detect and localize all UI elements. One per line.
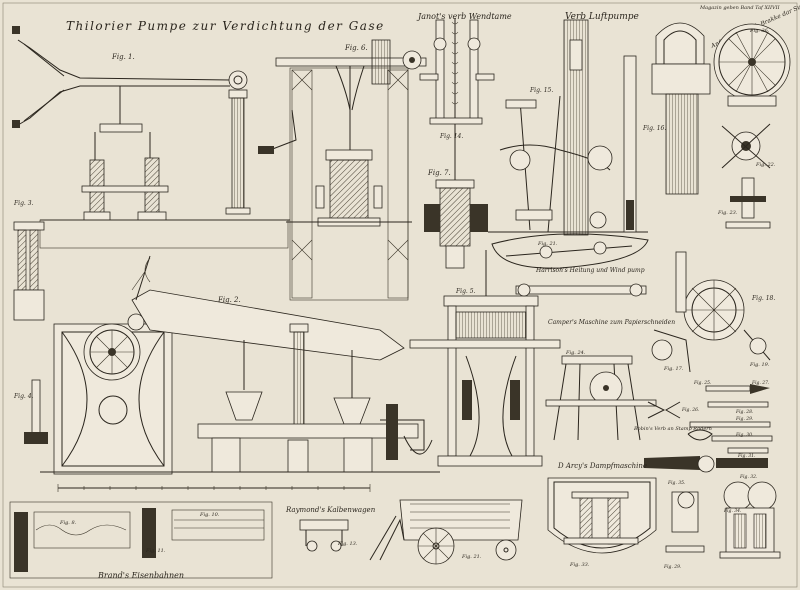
- fig36-spoked-wheel: Fig. 36.: [713, 23, 791, 107]
- raymond-title: Raymond's Kalbenwagen: [285, 506, 376, 514]
- fig13-label: Fig. 13.: [337, 541, 358, 547]
- fig17-label: Fig. 17.: [663, 366, 684, 372]
- fig19-label: Fig. 19.: [749, 362, 770, 368]
- fig10-label: Fig. 10.: [199, 512, 220, 518]
- fig25-label: Fig. 25.: [693, 380, 712, 386]
- janot-windlass: Fig. 14.: [419, 18, 495, 150]
- fig32-label: Fig. 32.: [739, 474, 758, 480]
- fig5-frame-machine: Fig. 5.: [409, 250, 561, 467]
- fig33-label: Fig. 33.: [569, 562, 590, 568]
- fig35-label: Fig. 35.: [667, 480, 686, 486]
- fig4-stand: Fig. 4.: [13, 379, 48, 444]
- small-tool-figures: Fig. 25. Fig. 27. Fig. 26. Fig. 28. Fig.…: [633, 380, 773, 480]
- fig22-gear: Fig. 22.: [721, 123, 776, 169]
- fig3-apparatus: Fig. 3.: [13, 200, 45, 321]
- fig1-label: Fig. 1.: [111, 53, 135, 61]
- fig34-label: Fig. 34.: [723, 508, 742, 514]
- fig30-label: Fig. 30.: [735, 432, 754, 438]
- fig6-wheel-pump: Fig. 6.: [258, 39, 427, 301]
- fig23-device: Fig. 23.: [717, 177, 771, 229]
- camper-fig24: Camper's Maschine zum Papierschneiden Fi…: [545, 319, 675, 441]
- harrison-title: Harrison's Heitung und Wind pump: [535, 267, 645, 274]
- fig29-label: Fig. 29.: [735, 416, 754, 422]
- brand-title: Brand's Eisenbahnen: [97, 571, 184, 580]
- fig15-air-pump: Fig. 15.: [488, 19, 648, 236]
- fig34-fig35-engines: Fig. 34. Fig. 35. Fig. 29.: [663, 480, 781, 570]
- raymond-wagon: Raymond's Kalbenwagen Fig. 13.: [285, 506, 376, 552]
- fig18-label: Fig. 18.: [751, 295, 775, 302]
- fig16-label: Fig. 16.: [642, 125, 666, 132]
- fig21-wagon: Fig. 21.: [369, 499, 523, 565]
- fig27-label: Fig. 27.: [751, 380, 770, 386]
- fig7-label: Fig. 7.: [427, 169, 451, 177]
- title-janot: Janot's verb Wendtame: [416, 12, 512, 21]
- fig16-arch-pump: Fig. 16.: [623, 22, 711, 233]
- fig36-label: Fig. 36.: [749, 28, 770, 34]
- fig4-label: Fig. 4.: [13, 393, 34, 400]
- darcy-steam-engine: D Arcy's Dampfmaschine Fig. 33.: [547, 462, 657, 568]
- fig28-label: Fig. 28.: [735, 409, 754, 415]
- fig8-label: Fig. 8.: [59, 520, 77, 526]
- fig29b-label: Fig. 29.: [663, 564, 682, 570]
- fig21b-label: Fig. 21.: [461, 554, 482, 560]
- fig2-label: Fig. 2.: [217, 296, 241, 304]
- header-right-text: Magazin geben Band Taf XIIVII: [699, 5, 781, 11]
- fig11-label: Fig. 11.: [145, 548, 166, 554]
- title-thilorier: Thilorier Pumpe zur Verdichtung der Gase: [66, 19, 385, 33]
- fig23-label: Fig. 23.: [717, 210, 738, 216]
- fig5-label: Fig. 5.: [455, 288, 476, 295]
- fig3-label: Fig. 3.: [13, 200, 34, 207]
- fig14-label: Fig. 14.: [439, 133, 463, 140]
- fig2-beam-engine: Fig. 2.: [40, 255, 440, 475]
- fig7-cylinder-pump: Fig. 7.: [424, 150, 488, 269]
- fig6-label: Fig. 6.: [344, 44, 368, 52]
- camper-title: Camper's Maschine zum Papierschneiden: [548, 319, 675, 326]
- fig22-label: Fig. 22.: [755, 162, 776, 168]
- harrison-fig21: Harrison's Heitung und Wind pump Fig. 21…: [491, 233, 649, 297]
- bobin-title: Bobin's Verb an Stamp Radern: [633, 426, 712, 432]
- fig21-label: Fig. 21.: [537, 241, 558, 247]
- fig15-label: Fig. 15.: [529, 87, 553, 94]
- title-luftpumpe: Verb Luftpumpe: [565, 12, 639, 22]
- fig31-label: Fig. 31.: [737, 453, 756, 459]
- fig26-label: Fig. 26.: [681, 407, 700, 413]
- brand-railway: Fig. 8. Fig. 10. Fig. 11. Brand's Eisenb…: [9, 501, 273, 580]
- scale-bar: [57, 484, 371, 492]
- fig18-gear-cluster: Fig. 18. Fig. 17. Fig. 19.: [651, 251, 775, 373]
- fig24-label: Fig. 24.: [565, 350, 586, 356]
- darcy-title: D Arcy's Dampfmaschine: [557, 462, 647, 470]
- fig1-thilorier-pump: Fig. 1.: [12, 26, 290, 249]
